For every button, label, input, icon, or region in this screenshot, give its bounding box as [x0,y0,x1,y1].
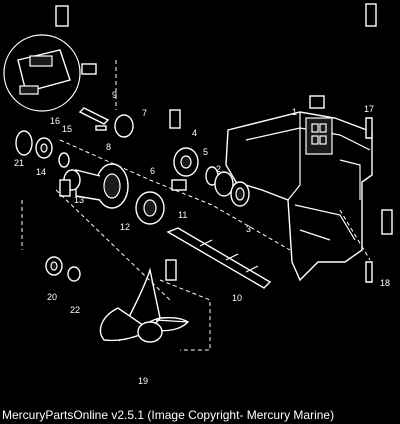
callout-17: 17 [364,104,374,114]
callout-8: 8 [106,142,111,152]
callout-5: 5 [203,147,208,157]
bearing [205,166,250,207]
image-caption: MercuryPartsOnline v2.5.1 (Image Copyrig… [2,408,335,422]
assembly-lines [21,60,371,351]
callout-1: 1 [292,107,297,117]
part-callouts: 1 2 3 4 5 6 7 8 9 10 11 12 13 14 15 16 1… [14,90,390,386]
callout-19: 19 [138,376,148,386]
bearing-carrier [75,163,129,209]
reverse-gear [135,191,165,225]
callout-16: 16 [50,116,60,126]
callout-20: 20 [47,292,57,302]
callout-9: 9 [112,90,117,100]
pinion-gear [173,147,199,177]
callout-11: 11 [178,210,187,220]
callout-12: 12 [120,222,130,232]
shift-rod-parts [78,107,134,138]
lube-tube-icon [55,3,393,281]
callout-15: 15 [62,124,72,134]
propeller-shaft [166,227,272,289]
callout-4: 4 [192,128,197,138]
callout-22: 22 [70,305,80,315]
gear-housing [225,111,373,282]
exploded-parts-diagram: 1 2 3 4 5 6 7 8 9 10 11 12 13 14 15 16 1… [3,3,393,386]
callout-10: 10 [232,293,242,303]
propeller [99,267,190,343]
callout-2: 2 [216,164,221,174]
callout-21: 21 [14,158,24,168]
inset-detail-circle [3,34,81,112]
callout-13: 13 [74,195,84,205]
callout-18: 18 [380,278,390,288]
callout-3: 3 [246,224,251,234]
callout-14: 14 [36,167,46,177]
nut-washer [45,256,81,282]
bolt [365,117,373,283]
callout-7: 7 [142,108,147,118]
callout-6: 6 [150,166,155,176]
